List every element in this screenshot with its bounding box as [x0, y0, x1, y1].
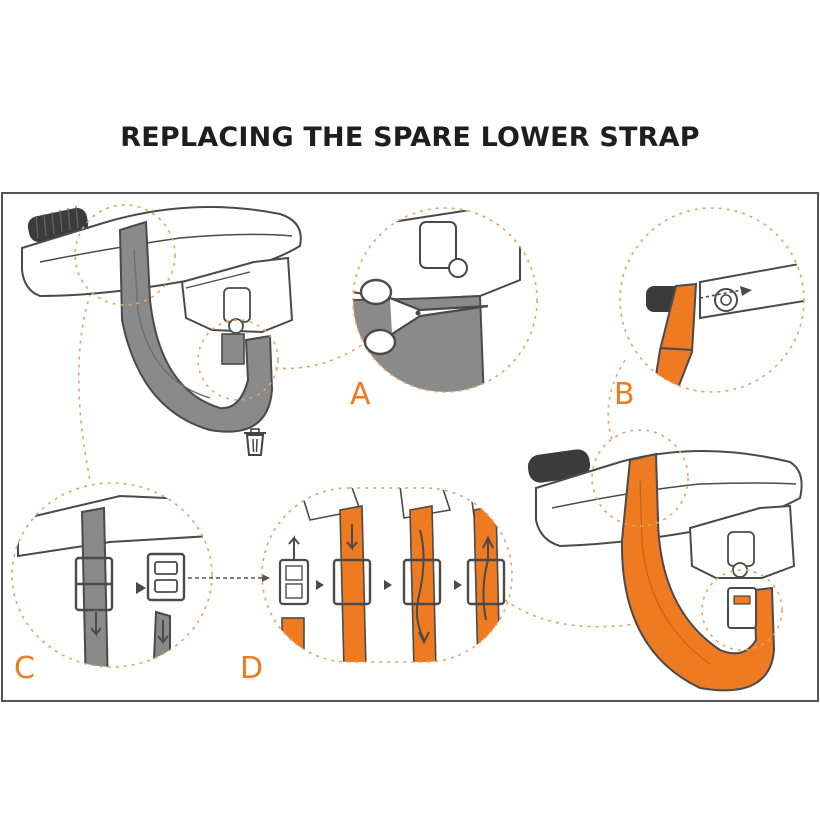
step-d-label: D — [240, 651, 263, 686]
step-c-detail — [11, 482, 213, 668]
step-c-label: C — [14, 651, 35, 686]
zoom-circle — [74, 204, 176, 306]
step-d-detail — [261, 487, 513, 663]
zoom-circle — [197, 319, 279, 401]
zoom-circle — [701, 569, 783, 651]
step-b-detail — [619, 207, 805, 393]
harness-old-strap — [21, 205, 302, 433]
arrow-icon — [740, 286, 752, 296]
step-a-detail — [352, 207, 538, 393]
harness-new-strap — [527, 449, 803, 692]
buckle-icon — [146, 552, 186, 602]
trash-icon — [244, 428, 266, 456]
step-b-label: B — [614, 377, 635, 412]
scissors-icon — [359, 278, 489, 356]
page-title: REPLACING THE SPARE LOWER STRAP — [120, 122, 700, 153]
step-a-label: A — [350, 377, 371, 412]
zoom-circle — [591, 429, 689, 527]
